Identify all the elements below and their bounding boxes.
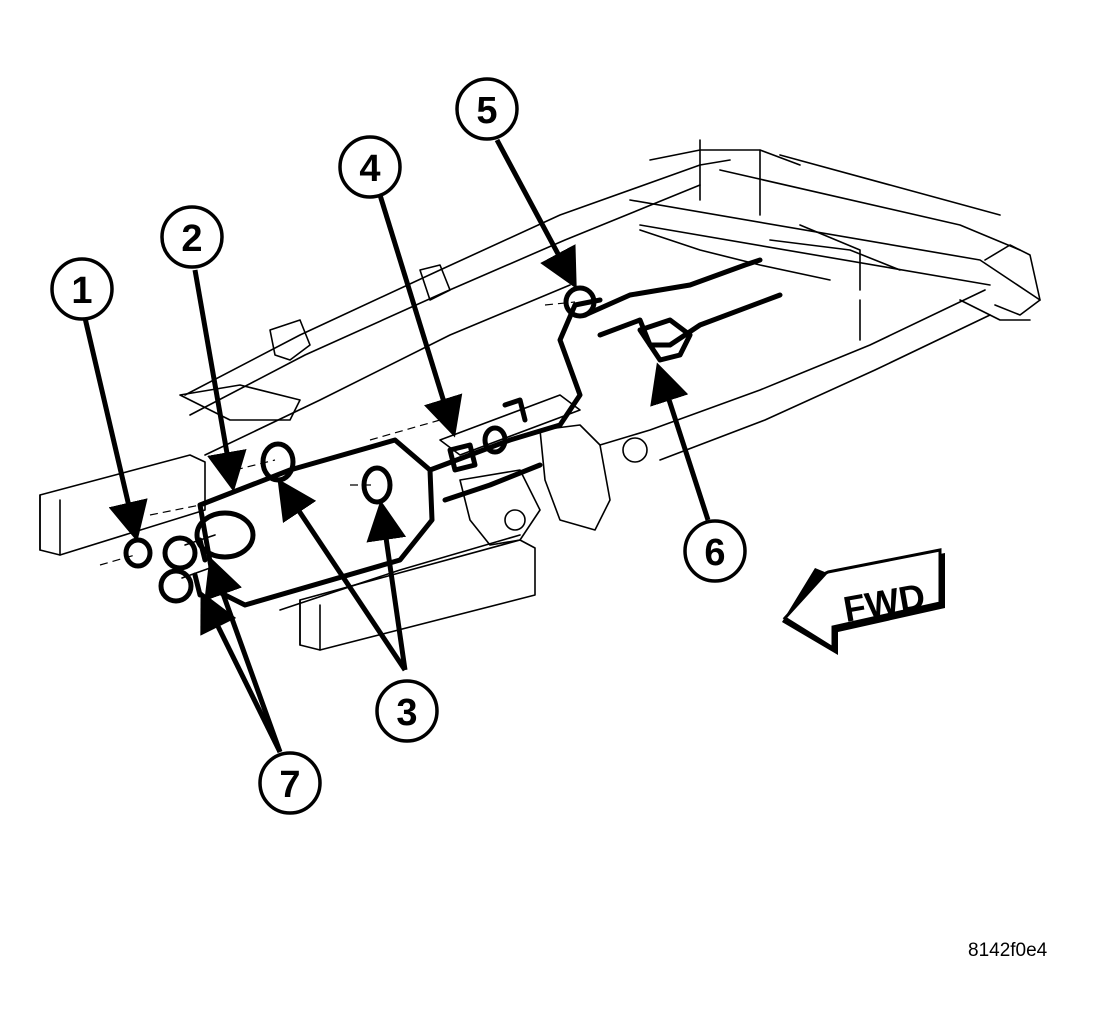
callout-4-label: 4: [359, 148, 380, 190]
callout-6-label: 6: [704, 532, 725, 574]
callout-2-label: 2: [181, 218, 202, 260]
callout-5-label: 5: [476, 90, 497, 132]
front-hanger-isolator: [563, 285, 597, 319]
leader-lines: [82, 138, 711, 754]
figure-id: 8142f0e4: [968, 940, 1048, 961]
callout-4: 4: [338, 135, 402, 199]
callout-7-label: 7: [279, 764, 300, 806]
callout-3: 3: [375, 679, 439, 743]
vehicle-frame: [39, 139, 1041, 651]
callout-6: 6: [683, 519, 747, 583]
callout-3-label: 3: [396, 692, 417, 734]
intermediate-pipe: [427, 297, 603, 473]
tailpipe-tip-lower: [158, 568, 194, 604]
tailpipe-tip-upper: [162, 535, 198, 571]
tailpipe-isolator: [123, 537, 153, 569]
callout-5: 5: [455, 77, 519, 141]
callout-1: 1: [50, 257, 114, 321]
exhaust-system: [99, 257, 783, 608]
callout-2: 2: [160, 205, 224, 269]
callout-7: 7: [258, 751, 322, 815]
muffler: [197, 437, 435, 608]
callout-1-label: 1: [71, 270, 92, 312]
forward-direction-arrow: FWD: [782, 548, 945, 655]
y-pipe: [582, 257, 763, 318]
